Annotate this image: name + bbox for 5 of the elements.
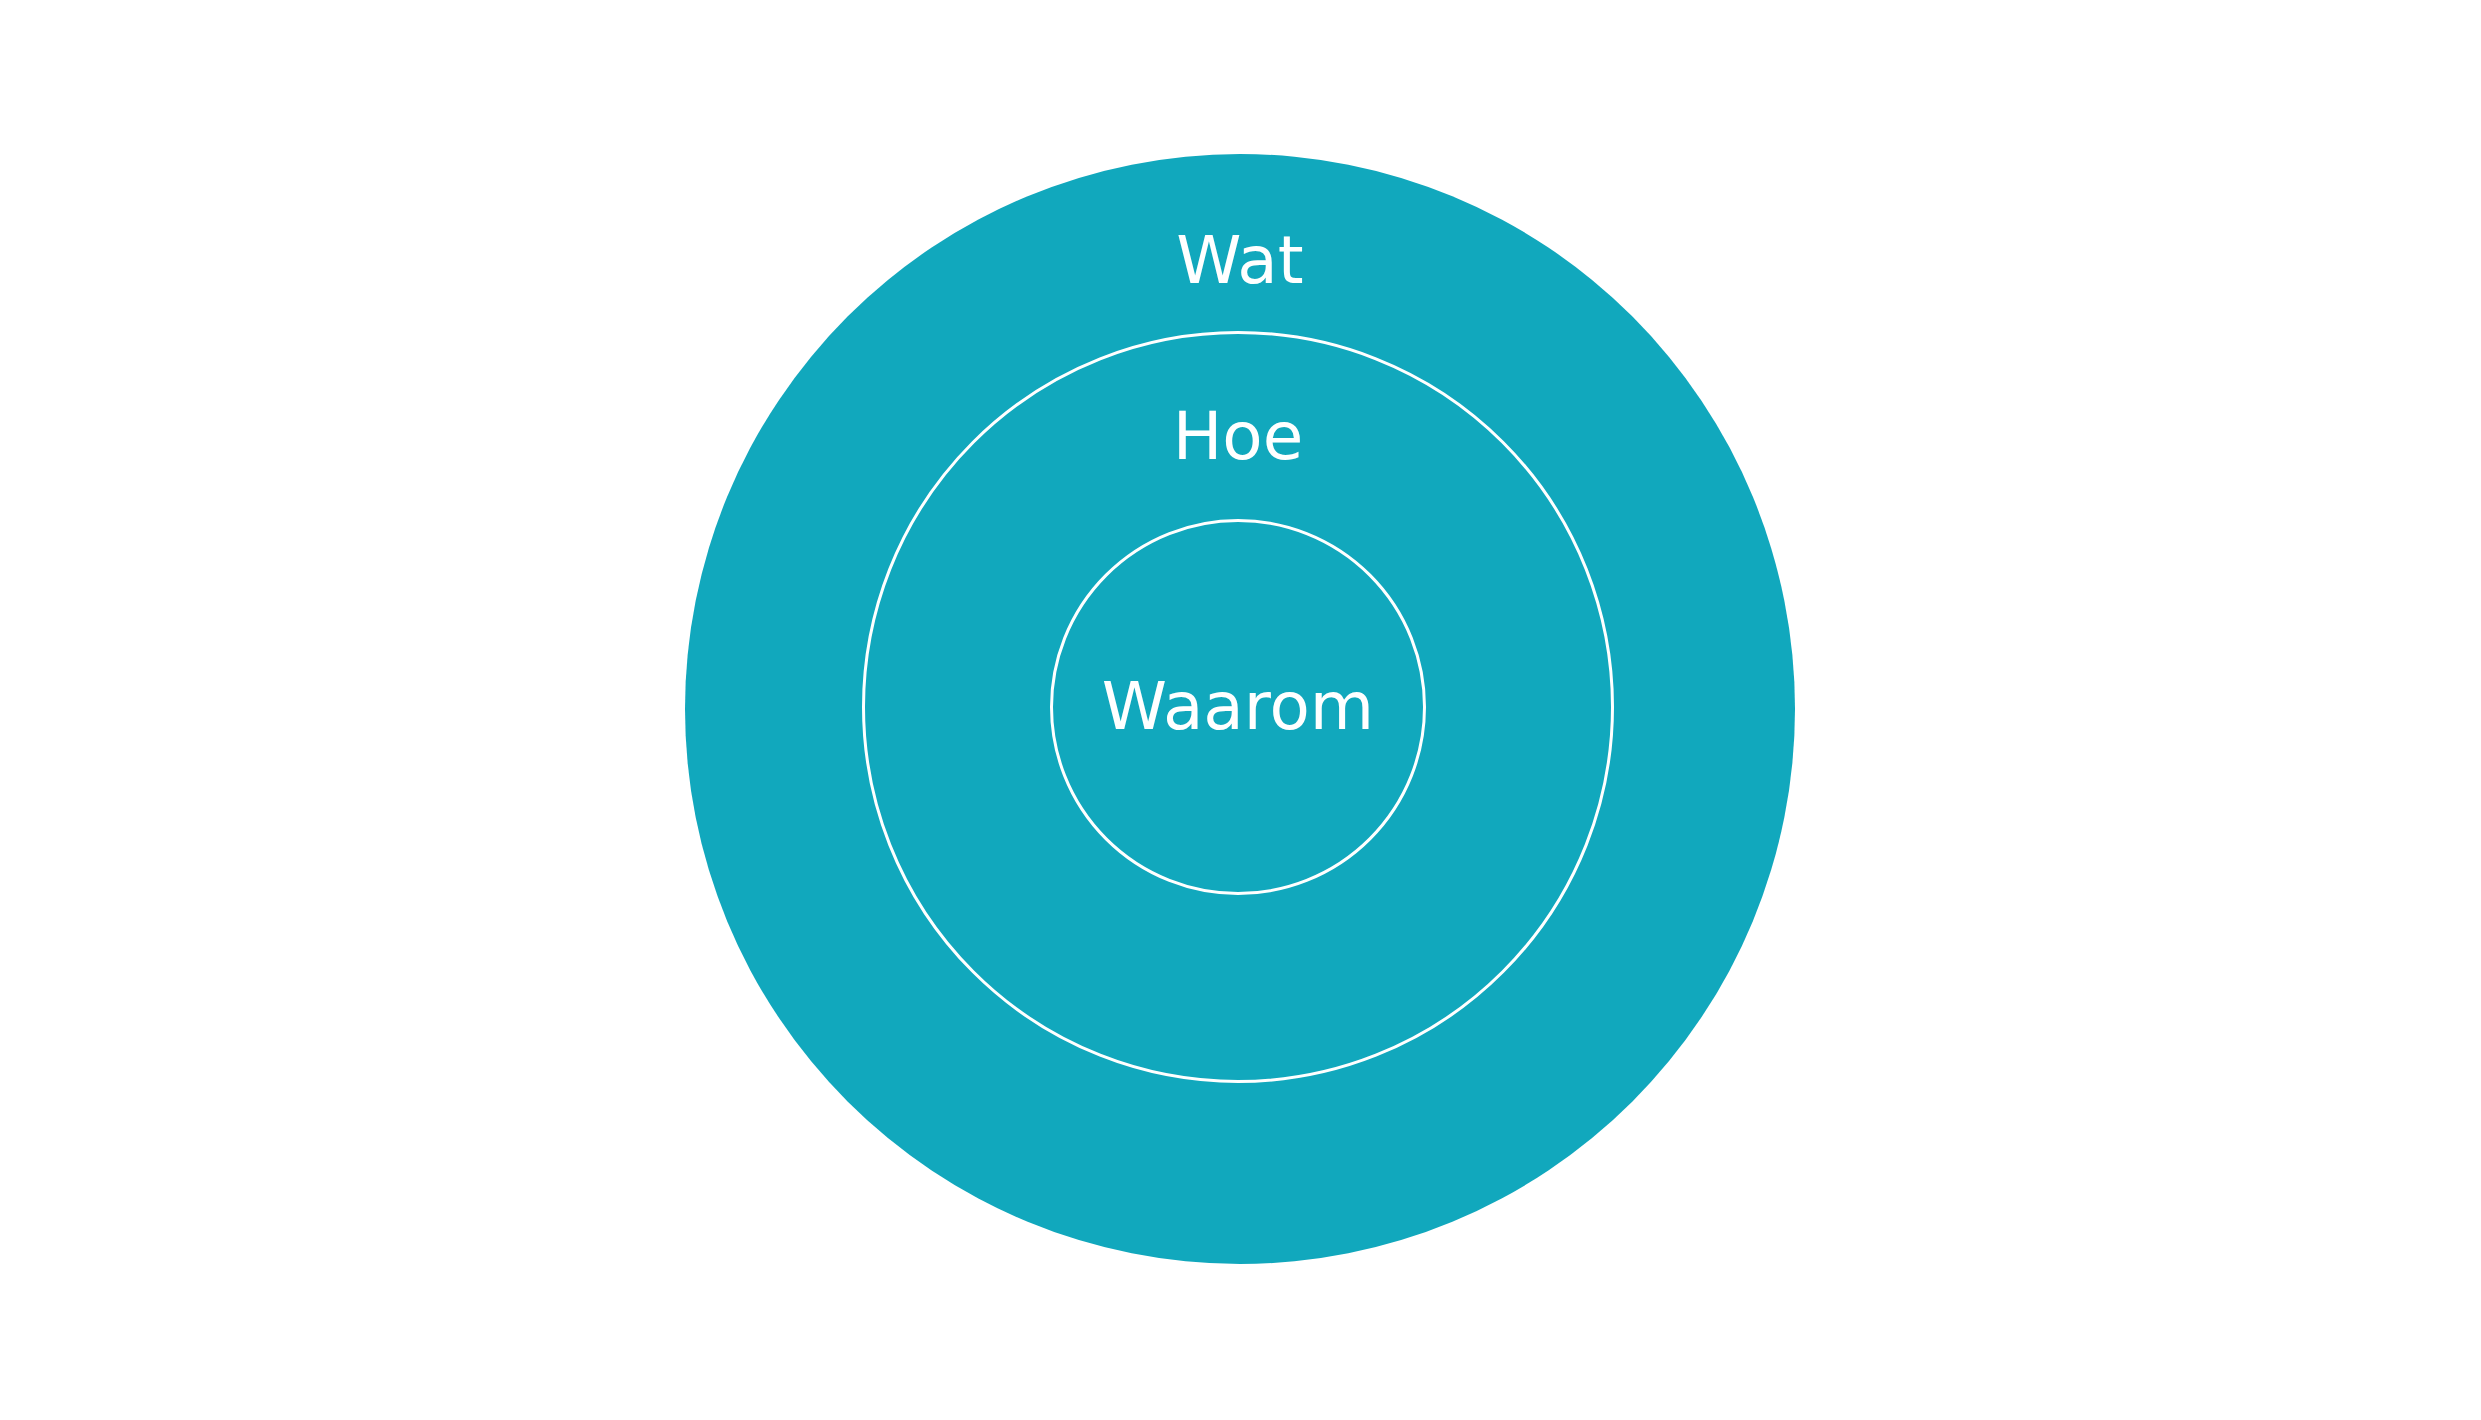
circle-label: Waarom [1101,667,1375,747]
inner-circle [1050,519,1426,895]
circle-label: Hoe [1172,397,1304,477]
circle-label: Wat [1176,221,1304,301]
middle-circle [862,331,1614,1083]
